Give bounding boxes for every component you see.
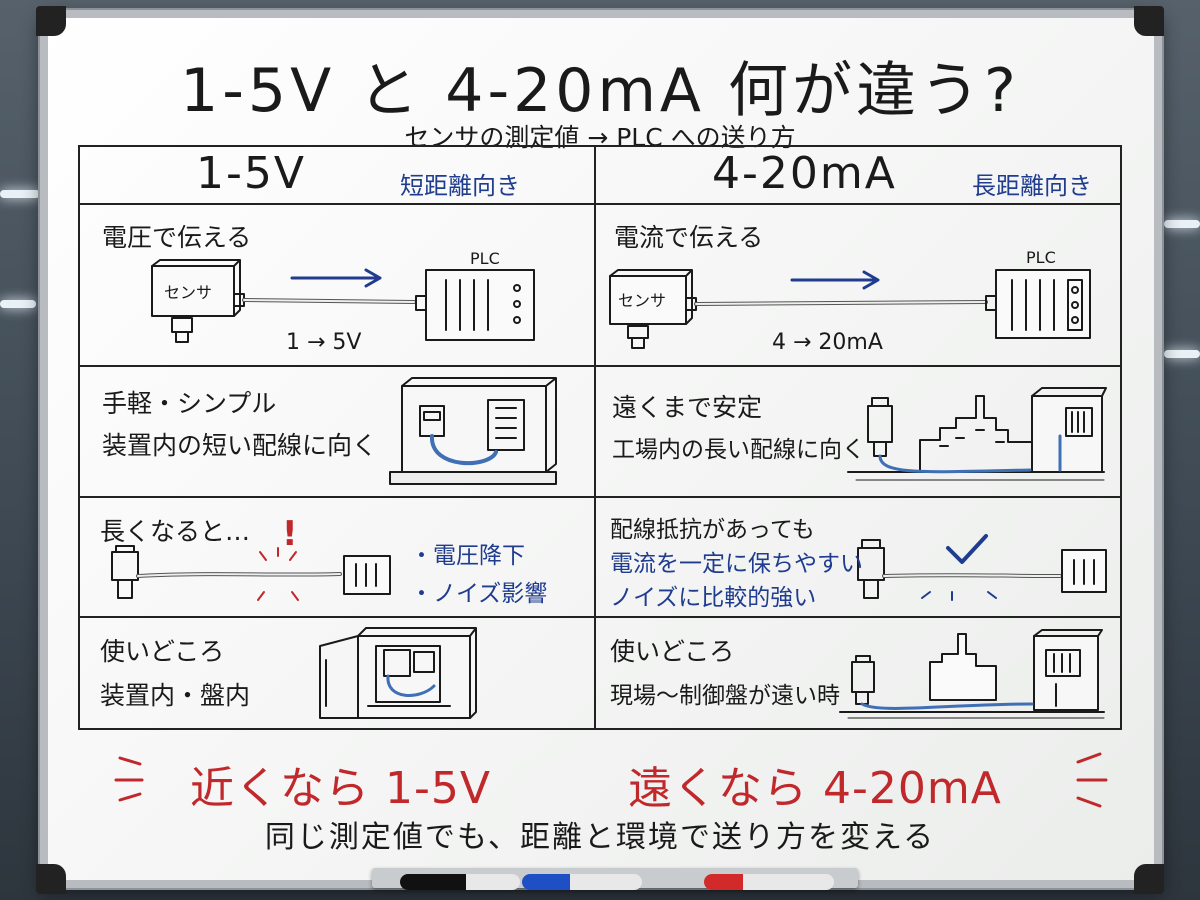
right-column-tag: 長距離向き bbox=[972, 172, 1092, 200]
control-cabinet-icon bbox=[319, 627, 477, 719]
ceiling-light bbox=[0, 300, 36, 308]
right-row1-label: 電流で伝える bbox=[614, 223, 764, 252]
left-sensor-label: センサ bbox=[164, 283, 213, 302]
sensor-device-icon bbox=[609, 269, 697, 349]
right-row2-line1: 遠くまで安定 bbox=[612, 393, 763, 422]
red-marker[interactable] bbox=[704, 874, 834, 890]
blue-marker[interactable] bbox=[522, 874, 642, 890]
emphasis-marks-icon bbox=[114, 752, 1108, 808]
noisy-wire-icon bbox=[111, 545, 391, 601]
ceiling-light bbox=[1164, 350, 1200, 358]
right-column-heading: 4-20mA bbox=[712, 148, 897, 199]
left-row3-alert: ! bbox=[282, 514, 298, 554]
board-corner bbox=[1134, 864, 1164, 894]
signal-cable bbox=[695, 301, 987, 305]
board-corner bbox=[1134, 6, 1164, 36]
left-row4-line2: 装置内・盤内 bbox=[100, 681, 251, 710]
stable-wire-icon bbox=[857, 539, 1107, 601]
board-corner bbox=[36, 864, 66, 894]
summary-note: 同じ測定値でも、距離と環境で送り方を変える bbox=[264, 820, 936, 855]
black-marker[interactable] bbox=[400, 874, 520, 890]
right-signal-range: 4 → 20mA bbox=[772, 330, 883, 355]
page-subtitle: センサの測定値 → PLC への送り方 bbox=[404, 123, 796, 152]
left-row3-bullet2: ・ノイズ影響 bbox=[410, 581, 548, 607]
right-row3-line3: ノイズに比較的強い bbox=[610, 585, 817, 611]
right-row2-line2: 工場内の長い配線に向く bbox=[612, 437, 865, 463]
left-plc-label: PLC bbox=[470, 249, 500, 268]
left-row3-bullet1: ・電圧降下 bbox=[410, 543, 525, 569]
table-divider bbox=[78, 496, 1122, 498]
plc-device-icon bbox=[985, 269, 1091, 339]
flow-arrow-icon bbox=[290, 268, 382, 288]
table-divider bbox=[78, 365, 1122, 367]
left-row2-line2: 装置内の短い配線に向く bbox=[102, 431, 378, 460]
signal-cable bbox=[243, 299, 415, 303]
factory-scene-icon bbox=[847, 387, 1107, 481]
left-column-heading: 1-5V bbox=[196, 148, 306, 199]
summary-near: 近くなら 1-5V bbox=[190, 763, 491, 814]
check-icon bbox=[946, 534, 988, 564]
right-row4-line2: 現場～制御盤が遠い時 bbox=[610, 683, 840, 709]
summary-far: 遠くなら 4-20mA bbox=[628, 763, 1002, 814]
left-row4-line1: 使いどころ bbox=[100, 637, 225, 666]
left-column-tag: 短距離向き bbox=[400, 172, 520, 200]
board-corner bbox=[36, 6, 66, 36]
left-row2-line1: 手軽・シンプル bbox=[102, 389, 277, 418]
right-row4-line1: 使いどころ bbox=[610, 637, 735, 666]
left-row1-label: 電圧で伝える bbox=[102, 223, 252, 252]
comparison-table bbox=[78, 145, 1122, 730]
left-signal-range: 1 → 5V bbox=[286, 330, 362, 355]
column-divider bbox=[594, 145, 596, 730]
ceiling-light bbox=[1164, 220, 1200, 228]
flow-arrow-icon bbox=[790, 270, 880, 290]
equipment-enclosure-icon bbox=[389, 377, 557, 485]
sensor-device-icon bbox=[151, 259, 245, 343]
table-divider bbox=[78, 203, 1122, 205]
right-sensor-label: センサ bbox=[618, 291, 667, 310]
plc-device-icon bbox=[415, 269, 535, 341]
page-title: 1-5V と 4-20mA 何が違う? bbox=[180, 56, 1020, 126]
ceiling-light bbox=[0, 190, 40, 198]
left-row3-label: 長くなると… bbox=[100, 517, 251, 546]
right-row3-line2: 電流を一定に保ちやすい bbox=[610, 551, 863, 577]
right-row3-line1: 配線抵抗があっても bbox=[610, 517, 815, 543]
field-to-panel-icon bbox=[839, 629, 1105, 719]
table-divider bbox=[78, 616, 1122, 618]
right-plc-label: PLC bbox=[1026, 248, 1056, 267]
